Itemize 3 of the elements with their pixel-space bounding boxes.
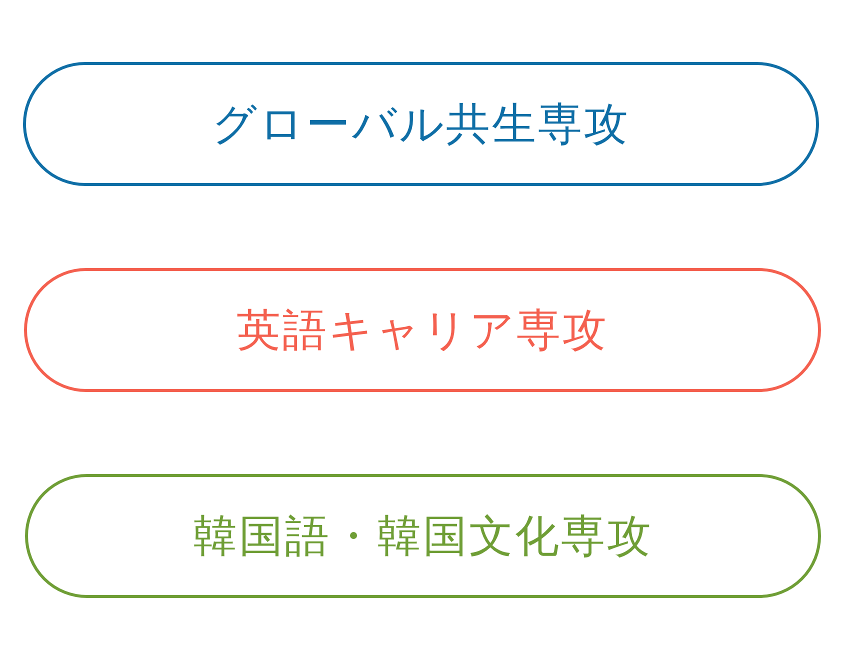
category-pill: 韓国語・韓国文化専攻 [25, 474, 821, 598]
category-pill: 英語キャリア専攻 [24, 268, 821, 392]
category-pill: グローバル共生専攻 [23, 62, 819, 186]
